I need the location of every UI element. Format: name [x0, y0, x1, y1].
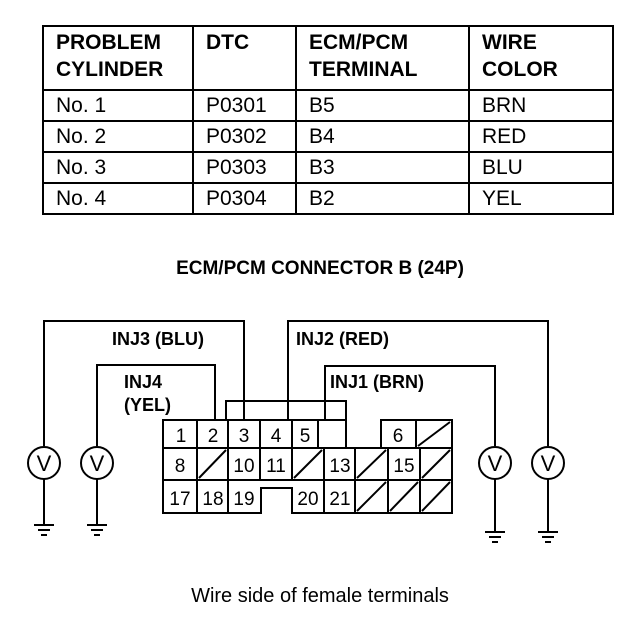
connector-title: ECM/PCM CONNECTOR B (24P)	[176, 258, 464, 279]
cell-wire-color: BLU	[468, 151, 614, 184]
cell-terminal: B2	[295, 182, 470, 215]
pin-label: 21	[329, 489, 350, 510]
pin-label: 5	[300, 426, 311, 447]
ground-icon	[87, 524, 107, 536]
pin-grid-row3	[196, 480, 421, 513]
cell-wire-color: RED	[468, 120, 614, 153]
header-text: WIRE	[482, 31, 537, 54]
pin-label: 3	[239, 426, 250, 447]
injector-symbol: V	[90, 451, 105, 476]
header-text: COLOR	[482, 58, 558, 81]
cell-dtc: P0303	[192, 151, 297, 184]
label-inj3: INJ3 (BLU)	[112, 329, 204, 349]
cell-cylinder: No. 1	[42, 89, 194, 122]
pin-grid-row2	[163, 448, 452, 481]
header-terminal: ECM/PCM TERMINAL	[295, 25, 470, 91]
cell-dtc: P0302	[192, 120, 297, 153]
wire-inj3	[43, 320, 245, 446]
cell-wire-color: YEL	[468, 182, 614, 215]
label-inj4-color: (YEL)	[124, 395, 171, 415]
injector-symbol: V	[488, 451, 503, 476]
pin-label: 8	[175, 456, 186, 477]
cell-cylinder: No. 3	[42, 151, 194, 184]
ground-icon	[485, 531, 505, 543]
header-text: DTC	[206, 31, 250, 54]
cell-terminal: B4	[295, 120, 470, 153]
header-problem-cylinder: PROBLEM CYLINDER	[42, 25, 194, 91]
header-text: ECM/PCM	[309, 31, 409, 54]
table-row: No. 2 P0302 B4 RED	[42, 120, 614, 153]
pin-grid-row1	[163, 420, 452, 449]
table-row: No. 1 P0301 B5 BRN	[42, 89, 614, 122]
ground-leads	[43, 479, 549, 532]
pin-label: 1	[176, 426, 187, 447]
wire-inj1	[324, 365, 496, 446]
label-inj2: INJ2 (RED)	[296, 329, 389, 349]
pin-label: 2	[208, 426, 219, 447]
table-row: No. 3 P0303 B3 BLU	[42, 151, 614, 184]
connector-diagram: V V V V INJ3 (BLU) INJ2 (RED) INJ4 (YEL)…	[27, 320, 565, 543]
table-row: No. 4 P0304 B2 YEL	[42, 182, 614, 215]
pin-label: 19	[233, 489, 254, 510]
pin-label: 15	[393, 456, 414, 477]
pin-label: 20	[297, 489, 318, 510]
cell-dtc: P0304	[192, 182, 297, 215]
cell-terminal: B5	[295, 89, 470, 122]
header-text: PROBLEM	[56, 31, 161, 54]
pin-label: 13	[329, 456, 350, 477]
table-header-row: PROBLEM CYLINDER DTC ECM/PCM TERMINAL WI…	[42, 25, 614, 91]
label-inj1: INJ1 (BRN)	[330, 372, 424, 392]
connector-hood	[225, 400, 347, 420]
header-text: TERMINAL	[309, 58, 418, 81]
header-dtc: DTC	[192, 25, 297, 91]
header-text: CYLINDER	[56, 58, 164, 81]
cell-terminal: B3	[295, 151, 470, 184]
empty-cavity-marks	[198, 421, 451, 512]
pin-label: 18	[202, 489, 223, 510]
dtc-table: PROBLEM CYLINDER DTC ECM/PCM TERMINAL WI…	[42, 25, 614, 215]
pin-label: 4	[271, 426, 282, 447]
injector-symbol: V	[37, 451, 52, 476]
ground-icon	[34, 524, 54, 536]
pin-label: 11	[266, 456, 286, 477]
cell-dtc: P0301	[192, 89, 297, 122]
pin-label: 17	[169, 489, 190, 510]
diagram-caption: Wire side of female terminals	[191, 585, 449, 607]
ground-icon	[538, 531, 558, 543]
cell-cylinder: No. 2	[42, 120, 194, 153]
cell-wire-color: BRN	[468, 89, 614, 122]
cell-cylinder: No. 4	[42, 182, 194, 215]
label-inj4: INJ4	[124, 372, 162, 392]
injector-symbol: V	[541, 451, 556, 476]
wire-inj4	[96, 364, 216, 446]
header-wire-color: WIRE COLOR	[468, 25, 614, 91]
pin-label: 10	[233, 456, 254, 477]
wire-inj2	[287, 320, 549, 446]
pin-label: 6	[393, 426, 404, 447]
